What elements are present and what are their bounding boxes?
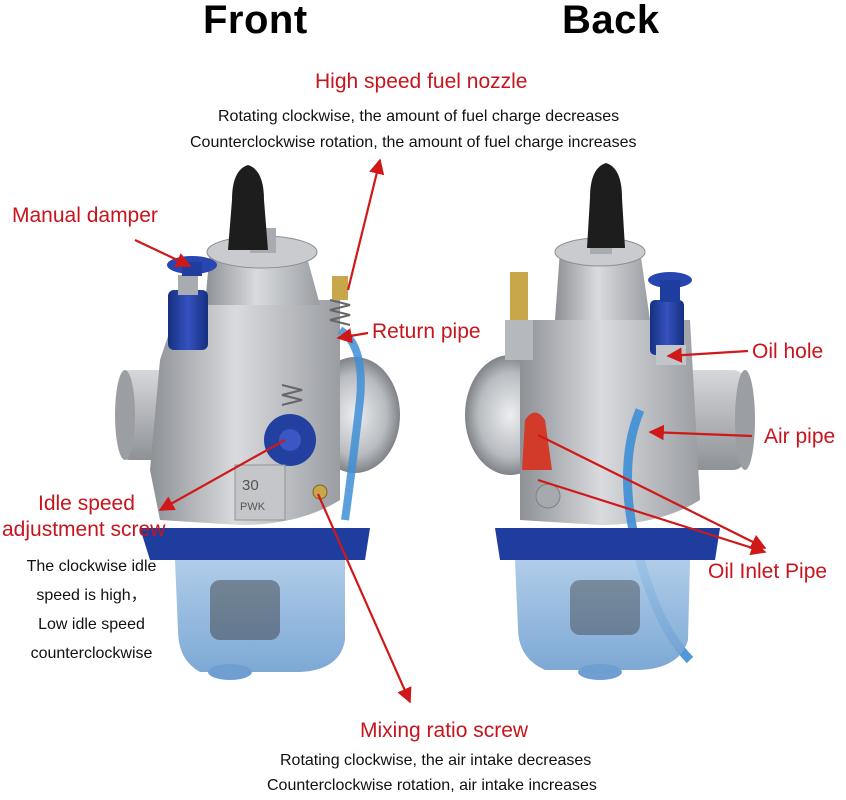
label-manual-damper: Manual damper xyxy=(12,204,158,227)
label-return-pipe: Return pipe xyxy=(372,320,481,343)
label-idle-speed-line1: Idle speed xyxy=(38,492,135,515)
back-float-bowl xyxy=(515,560,690,670)
front-body xyxy=(150,300,340,525)
desc-idle-line4: counterclockwise xyxy=(30,645,153,662)
label-oil-hole: Oil hole xyxy=(752,340,824,363)
arrow-oil-inlet-1 xyxy=(537,434,767,549)
arrow-oil-hole xyxy=(666,347,749,363)
desc-nozzle-clockwise: Rotating clockwise, the amount of fuel c… xyxy=(218,108,620,125)
back-carburetor xyxy=(465,163,755,680)
brand-text: PWK xyxy=(240,501,266,513)
back-title: Back xyxy=(562,0,660,42)
arrow-manual-damper xyxy=(134,239,192,268)
arrow-mixing-ratio xyxy=(316,493,412,704)
desc-idle-line3: Low idle speed xyxy=(38,616,145,633)
front-return-hose xyxy=(337,326,365,521)
front-title: Front xyxy=(203,0,308,42)
front-rubber-cap xyxy=(228,165,268,250)
arrow-idle-speed xyxy=(158,439,286,511)
label-idle-speed-line2: adjustment screw xyxy=(2,518,166,541)
bore-size-text: 30 xyxy=(242,477,259,494)
desc-idle-line2: speed is high， xyxy=(36,587,147,604)
front-damper-column xyxy=(168,290,208,350)
front-float-bowl xyxy=(175,560,345,672)
label-mixing-ratio: Mixing ratio screw xyxy=(360,719,529,742)
label-oil-inlet-pipe: Oil Inlet Pipe xyxy=(708,560,828,583)
arrow-air-pipe xyxy=(648,424,753,441)
arrow-high-speed-nozzle xyxy=(346,158,385,291)
label-air-pipe: Air pipe xyxy=(764,425,836,448)
back-damper-column xyxy=(650,300,684,355)
front-carburetor: 30 PWK xyxy=(115,165,400,680)
back-base-plate xyxy=(495,528,720,560)
front-brass-fitting xyxy=(332,276,348,300)
back-red-cap xyxy=(522,412,552,470)
arrow-oil-inlet-2 xyxy=(537,478,767,556)
label-high-speed-nozzle: High speed fuel nozzle xyxy=(315,70,528,93)
desc-idle-block: The clockwise idle speed is high， Low id… xyxy=(14,552,169,668)
desc-mixing-clockwise: Rotating clockwise, the air intake decre… xyxy=(280,752,592,769)
back-body xyxy=(520,320,700,525)
desc-idle-line1: The clockwise idle xyxy=(26,558,157,575)
desc-mixing-counterclockwise: Counterclockwise rotation, air intake in… xyxy=(267,777,597,794)
front-idle-knob xyxy=(264,414,316,466)
back-rubber-cap xyxy=(587,163,625,248)
front-base-plate xyxy=(140,528,370,560)
callout-arrows xyxy=(134,158,767,704)
arrow-return-pipe xyxy=(336,328,369,344)
desc-nozzle-counterclockwise: Counterclockwise rotation, the amount of… xyxy=(190,134,637,151)
back-brass-fitting xyxy=(510,272,528,320)
